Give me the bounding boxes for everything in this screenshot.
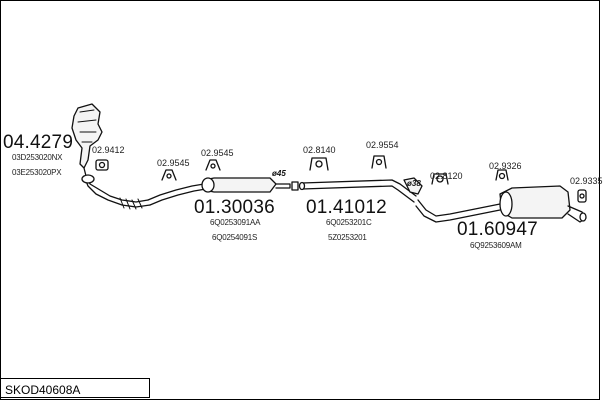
diameter-label: ø45 — [272, 169, 286, 178]
gasket-02-9412-drawing — [95, 159, 109, 171]
part-number-01-41012: 01.41012 — [306, 197, 387, 218]
oe-code: 6Q0253091AA — [210, 218, 261, 227]
oe-code: 03E253020PX — [12, 168, 62, 177]
diameter-label: ø38 — [407, 179, 421, 188]
diagram-title: SKOD40608A — [5, 383, 81, 397]
part-number-04-4279: 04.4279 — [3, 132, 74, 153]
intermediate-pipe-drawing — [298, 177, 423, 203]
hanger-02-8140-drawing — [309, 157, 329, 171]
oe-code: 03D253020NX — [12, 153, 63, 162]
oe-code: 5Z0253201 — [328, 233, 367, 242]
catalytic-converter-drawing — [71, 103, 151, 210]
accessory-label: 02.9545 — [157, 158, 190, 168]
hanger-02-9545-b-drawing — [205, 159, 221, 171]
hanger-02-9545-a-drawing — [161, 169, 177, 181]
accessory-label: 02.9545 — [201, 148, 234, 158]
hanger-02-9335-drawing — [577, 189, 587, 203]
accessory-label: 02.9326 — [489, 161, 522, 171]
accessory-label: 02.8120 — [430, 171, 463, 181]
hanger-02-9554-drawing — [371, 155, 387, 169]
oe-code: 6Q0254091S — [212, 233, 258, 242]
rear-silencer-drawing — [415, 185, 587, 223]
front-silencer-drawing — [147, 177, 291, 206]
oe-code: 6Q9253609AM — [470, 241, 522, 250]
accessory-label: 02.9412 — [92, 145, 125, 155]
part-number-01-30036: 01.30036 — [194, 197, 275, 218]
part-number-01-60947: 01.60947 — [457, 219, 538, 240]
hanger-02-8120-drawing — [431, 173, 449, 185]
oe-code: 6Q0253201C — [326, 218, 372, 227]
accessory-label: 02.8140 — [303, 145, 336, 155]
clamp-drawing — [291, 181, 299, 191]
accessory-label: 02.9335 — [570, 176, 603, 186]
accessory-label: 02.9554 — [366, 140, 399, 150]
title-box: SKOD40608A — [0, 378, 150, 398]
hanger-02-9326-drawing — [495, 169, 509, 181]
